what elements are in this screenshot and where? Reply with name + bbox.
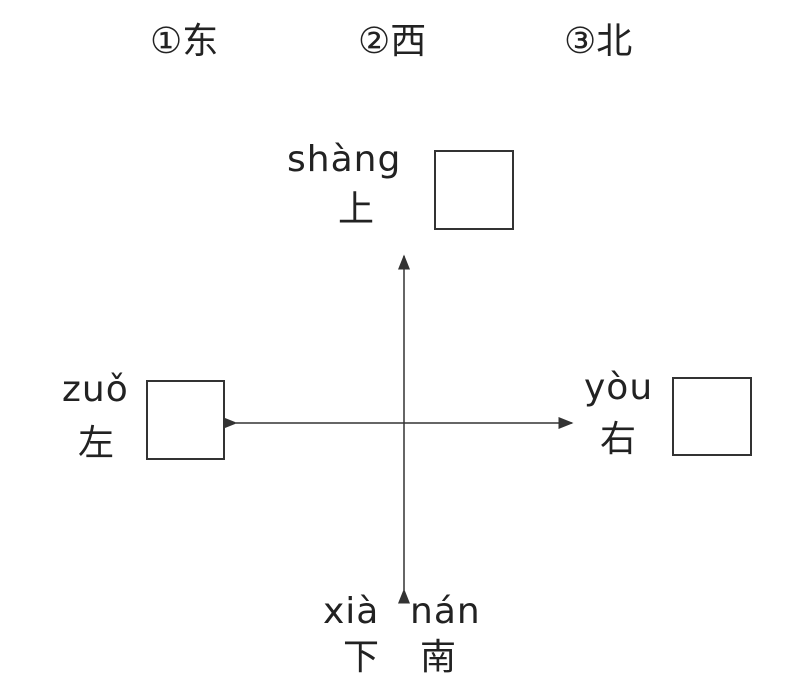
option-marker: ③ <box>564 21 597 62</box>
pinyin-south: nán <box>410 591 481 632</box>
char-south: 南 <box>420 637 457 678</box>
answer-box-right[interactable] <box>672 377 752 456</box>
char-right: 右 <box>600 419 637 460</box>
option-1: ①东 <box>150 24 218 60</box>
pinyin-down: xià <box>323 591 380 632</box>
option-marker: ② <box>358 21 391 62</box>
char-up: 上 <box>338 189 375 230</box>
char-down: 下 <box>343 637 380 678</box>
option-2: ②西 <box>358 24 426 60</box>
option-char: 北 <box>596 21 633 62</box>
option-3: ③北 <box>564 24 632 60</box>
pinyin-left: zuǒ <box>62 369 129 410</box>
char-left: 左 <box>78 423 115 464</box>
answer-box-left[interactable] <box>146 380 225 460</box>
option-char: 东 <box>182 21 219 62</box>
option-char: 西 <box>390 21 427 62</box>
pinyin-right: yòu <box>584 367 654 408</box>
pinyin-up: shàng <box>287 139 402 180</box>
answer-box-up[interactable] <box>434 150 514 230</box>
option-marker: ① <box>150 21 183 62</box>
